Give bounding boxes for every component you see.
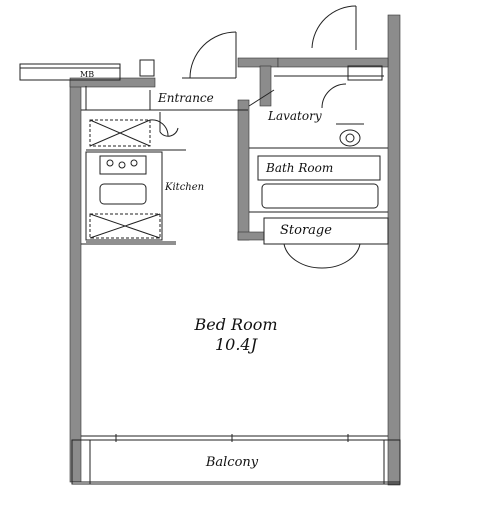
bath-room-area <box>249 155 388 213</box>
right-wall <box>387 14 401 486</box>
exterior-walls <box>69 14 401 486</box>
appliance-upper <box>86 119 186 151</box>
bathtub-icon <box>261 183 379 209</box>
top-right-wall <box>277 57 389 68</box>
core-wall-bottom <box>237 231 265 241</box>
balcony-area <box>71 439 401 485</box>
balcony-label: Balcony <box>205 455 259 470</box>
bed-room-label: Bed Room <box>193 315 277 334</box>
core-wall-top <box>259 65 272 107</box>
storage-label: Storage <box>280 223 332 238</box>
lavatory-label: Lavatory <box>267 109 322 123</box>
entrance-label: Entrance <box>157 91 214 105</box>
appliance-lower <box>86 213 176 243</box>
toilet-icon <box>339 129 361 147</box>
storage-door-swing-left <box>283 243 323 269</box>
sink-icon <box>99 183 147 205</box>
storage-door-swing-right <box>321 243 361 269</box>
kitchen-counter <box>85 151 163 241</box>
left-wall <box>69 79 82 483</box>
core-wall-vertical <box>237 99 250 241</box>
top-left-wall <box>69 77 156 88</box>
top-right-door <box>311 5 383 81</box>
mb-label: MB <box>80 70 94 79</box>
lavatory-area <box>248 75 388 149</box>
bed-room-size-label: 10.4J <box>215 335 259 354</box>
bath-room-label: Bath Room <box>265 161 333 175</box>
kitchen-label: Kitchen <box>164 182 204 193</box>
lavatory-door-swing <box>321 83 347 109</box>
entrance-door <box>182 31 237 79</box>
storage-area <box>263 217 389 269</box>
mb-box <box>19 59 155 81</box>
top-center-wall <box>237 57 279 68</box>
entrance-area <box>81 86 248 137</box>
stove-icon <box>99 155 147 175</box>
